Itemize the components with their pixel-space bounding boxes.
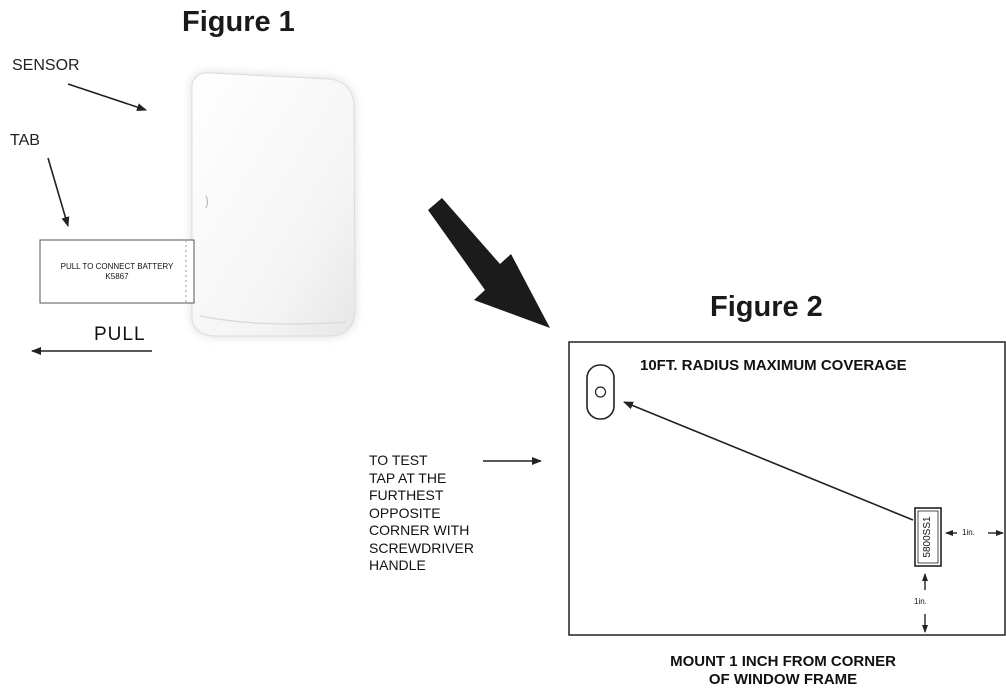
tab-label: TAB: [10, 132, 40, 149]
test-instruction-line: OPPOSITE: [369, 504, 441, 521]
sensor-mount-box: [914, 507, 942, 567]
tab-text-line1: PULL TO CONNECT BATTERY: [60, 262, 174, 271]
sensor-model-label: 5800SS1: [922, 516, 933, 558]
test-instruction-line: CORNER WITH: [369, 522, 470, 538]
test-instruction-line: TAP AT THE: [369, 469, 447, 486]
pull-label: PULL: [94, 324, 146, 345]
test-instruction-line: HANDLE: [369, 557, 426, 573]
tab-text-line2: K5867: [105, 272, 129, 281]
figure-1-title: Figure 1: [182, 6, 295, 38]
pull-tab: [39, 239, 195, 304]
window-frame: [568, 341, 1006, 636]
sensor-body: [191, 72, 356, 337]
mount-caption-line2: OF WINDOW FRAME: [708, 671, 858, 688]
coverage-arrow: [623, 401, 914, 521]
test-instructions: TO TEST TAP AT THE FURTHEST OPPOSITE COR…: [369, 452, 474, 575]
coverage-label: 10FT. RADIUS MAXIMUM COVERAGE: [640, 357, 907, 374]
mount-caption-line1: MOUNT 1 INCH FROM CORNER: [670, 653, 896, 670]
side-margin-label: 1in.: [962, 528, 975, 537]
test-instruction-line: TO TEST: [369, 452, 428, 468]
figure-2-title: Figure 2: [710, 291, 823, 323]
bottom-margin-label: 1in.: [914, 597, 927, 606]
test-instruction-line: SCREWDRIVER: [369, 539, 475, 556]
sensor-pointer-arrow: [67, 83, 147, 111]
tab-pointer-arrow: [47, 157, 70, 227]
sensor-label: SENSOR: [12, 57, 80, 74]
tab-text: PULL TO CONNECT BATTERY K5867: [40, 262, 194, 282]
target-corner-marker: [586, 364, 615, 420]
big-connector-arrow: [428, 198, 550, 328]
mount-caption: MOUNT 1 INCH FROM CORNER OF WINDOW FRAME: [608, 653, 958, 689]
test-instruction-line: FURTHEST: [369, 487, 444, 503]
